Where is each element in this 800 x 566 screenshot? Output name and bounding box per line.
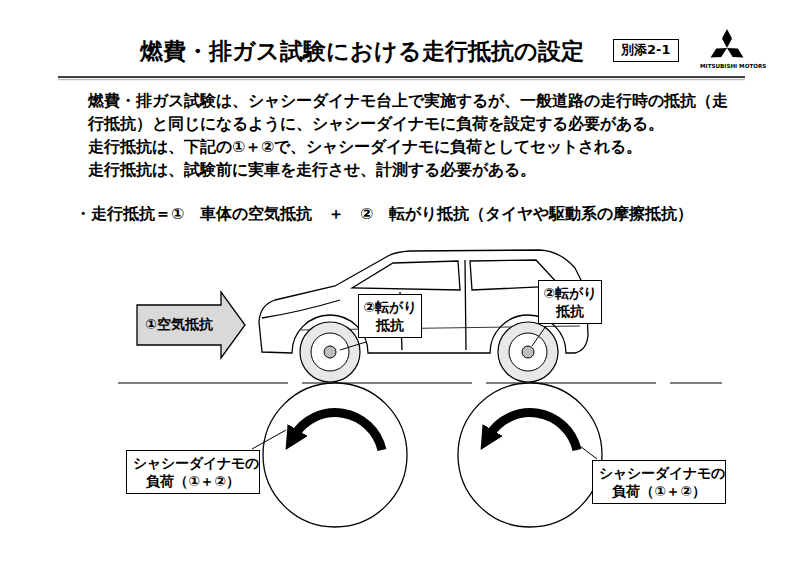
callout-box: シャシーダイナモの 負荷（①＋②） <box>126 450 260 494</box>
leader-line <box>252 326 597 459</box>
title-rule <box>58 76 745 78</box>
callout-box: ②転がり 抵抗 <box>538 280 602 324</box>
node-text: ①空気抵抗 <box>145 316 213 334</box>
node-text: ②転がり 抵抗 <box>543 284 597 320</box>
node-text: ②転がり 抵抗 <box>363 298 417 334</box>
node-text: シャシーダイナモの 負荷（①＋②） <box>599 464 719 500</box>
formula-text: ・走行抵抗＝① 車体の空気抵抗 ＋ ② 転がり抵抗（タイヤや駆動系の摩擦抵抗） <box>75 203 775 226</box>
slide-title: 燃費・排ガス試験における走行抵抗の設定 <box>140 36 584 67</box>
node-text: 別添2-1 <box>621 42 671 59</box>
rotation-arrow <box>489 413 577 450</box>
dyno-roller <box>263 383 407 527</box>
callout-box: ②転がり 抵抗 <box>358 294 422 338</box>
body-text: 燃費・排ガス試験は、シャシーダイナモ台上で実施するが、一般道路の走行時の抵抗（走… <box>88 90 736 136</box>
callout-box: シャシーダイナモの 負荷（①＋②） <box>592 460 726 504</box>
title-rule-shadow <box>58 79 745 81</box>
node-text: シャシーダイナモの 負荷（①＋②） <box>133 454 253 490</box>
rotation-arrow <box>294 413 382 450</box>
logo-text: MITSUBISHI MOTORS <box>700 62 754 70</box>
body-text: 走行抵抗は、試験前に実車を走行させ、計測する必要がある。 <box>88 159 748 182</box>
road-line <box>118 382 722 383</box>
air-resistance-arrow: ①空気抵抗 <box>135 290 247 360</box>
attachment-tag: 別添2-1 <box>613 39 679 62</box>
logo-mark <box>708 29 746 62</box>
wheel <box>498 322 558 382</box>
wheel <box>300 322 360 382</box>
body-text: 走行抵抗は、下記の①＋②で、シャシーダイナモに負荷としてセットされる。 <box>88 136 748 159</box>
dyno-roller <box>458 383 602 527</box>
